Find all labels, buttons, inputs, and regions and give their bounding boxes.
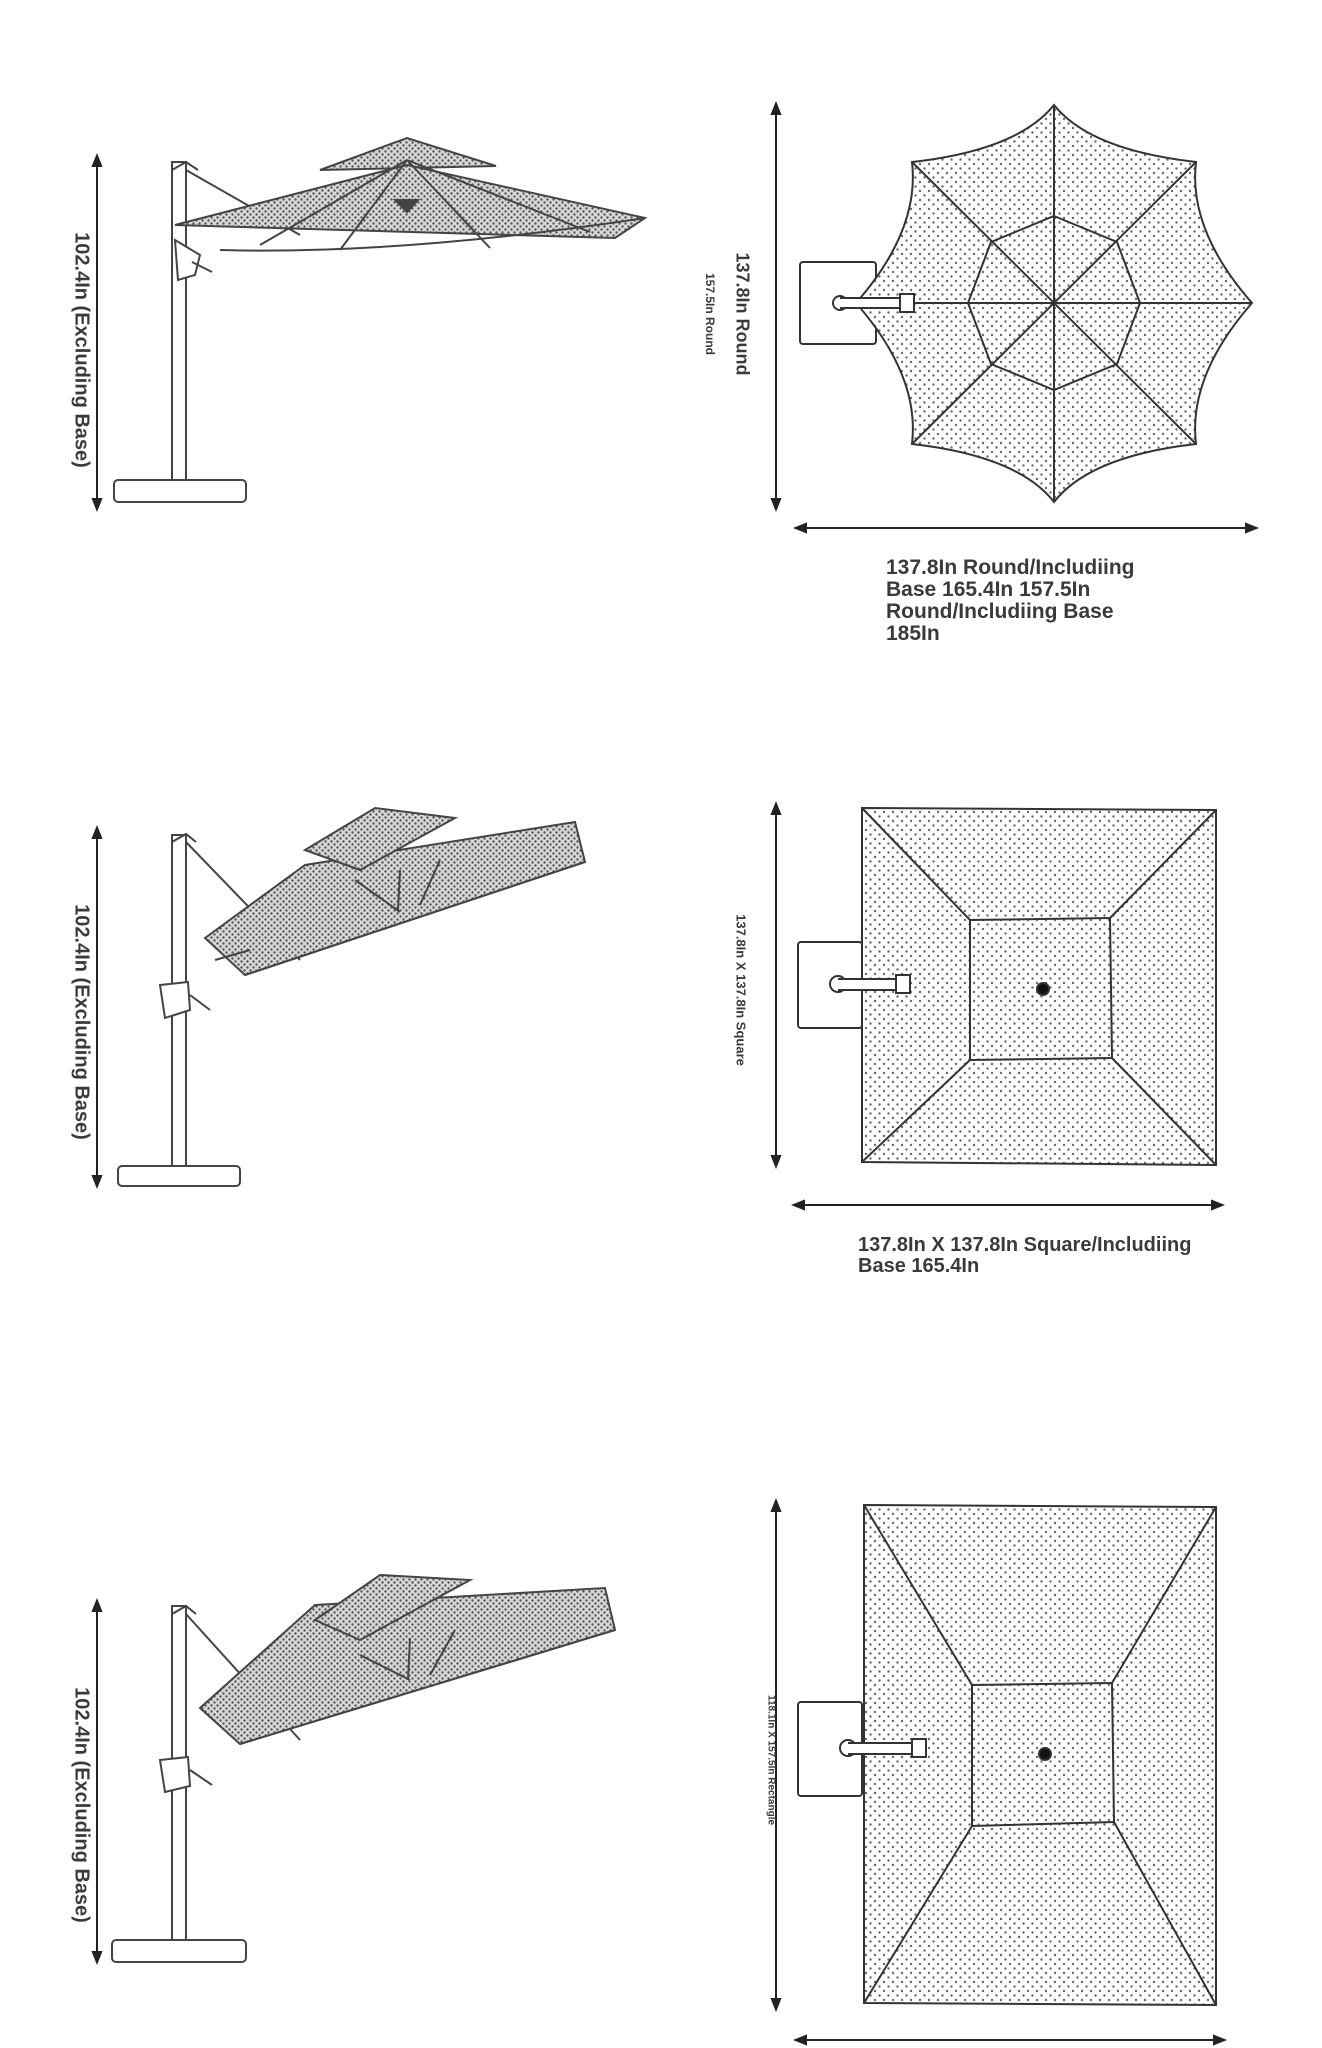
side-view-rectangle	[111, 1573, 617, 1963]
side-view-round	[113, 136, 648, 503]
panel-rectangle	[91, 1498, 1227, 2046]
height-label-round: 102.4In (Excluding Base)	[70, 232, 93, 468]
bottom-label-square-line-2: Base 165.4In	[858, 1255, 980, 1277]
height-label-square: 102.4In (Excluding Base)	[70, 904, 93, 1140]
side-label-rectangle: 118.1In X 157.5In Rectangle	[765, 1694, 777, 1826]
bottom-label-round-line-2: Base 165.4In 157.5In	[886, 578, 1091, 602]
panel-square	[91, 801, 1225, 1211]
bottom-label-round-line-1: 137.8In Round/Includiing	[886, 556, 1135, 579]
top-view-square	[797, 806, 1217, 1167]
side-view-square	[117, 806, 587, 1187]
side-label-square: 137.8In X 137.8In Square	[733, 914, 749, 1066]
panel-round	[91, 101, 1259, 534]
height-label-rectangle: 102.4In (Excluding Base)	[70, 1687, 93, 1923]
top-view-round	[799, 103, 1254, 504]
bottom-label-square-line-1: 137.8In X 137.8In Square/Includiing	[858, 1234, 1192, 1256]
bottom-label-round-line-4: 185In	[886, 622, 940, 646]
side-label-round: 137.8In Round	[732, 252, 753, 376]
top-view-rectangle	[797, 1503, 1217, 2007]
bottom-label-round-line-3: Round/Includiing Base	[886, 600, 1114, 624]
bottom-label-square: 137.8In X 137.8In Square/Includiing Base…	[858, 1235, 1238, 1277]
side-label-small-round: 157.5In Round	[703, 272, 717, 356]
bottom-label-round: 137.8In Round/Includiing Base 165.4In 15…	[886, 556, 1176, 646]
